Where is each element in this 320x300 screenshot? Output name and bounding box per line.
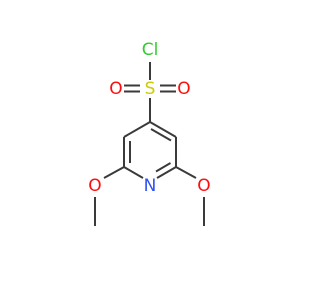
atom-n: N bbox=[144, 176, 157, 196]
atom-o-methoxy-left: O bbox=[88, 176, 101, 196]
bonds bbox=[94, 62, 205, 226]
atom-s: S bbox=[145, 79, 156, 99]
bond-c6-o-right bbox=[175, 166, 197, 179]
atom-labels: Cl S O O N O O bbox=[88, 40, 210, 196]
atom-cl: Cl bbox=[142, 40, 159, 60]
bond-c4-c5 bbox=[149, 121, 177, 138]
molecule-canvas: Cl S O O N O O bbox=[88, 40, 211, 226]
atom-o-left: O bbox=[109, 79, 122, 99]
atom-o-methoxy-right: O bbox=[197, 176, 210, 196]
bond-c4-c5-inner bbox=[150, 128, 172, 142]
structure-drawing: Cl S O O N O O bbox=[88, 40, 211, 226]
bond-c2-n bbox=[123, 166, 144, 179]
bond-c6-n-inner bbox=[155, 162, 172, 173]
bond-c6-n bbox=[156, 166, 177, 179]
bond-c4-c3 bbox=[123, 121, 151, 138]
bond-c2-o-left bbox=[103, 166, 125, 179]
atom-o-right: O bbox=[177, 79, 190, 99]
